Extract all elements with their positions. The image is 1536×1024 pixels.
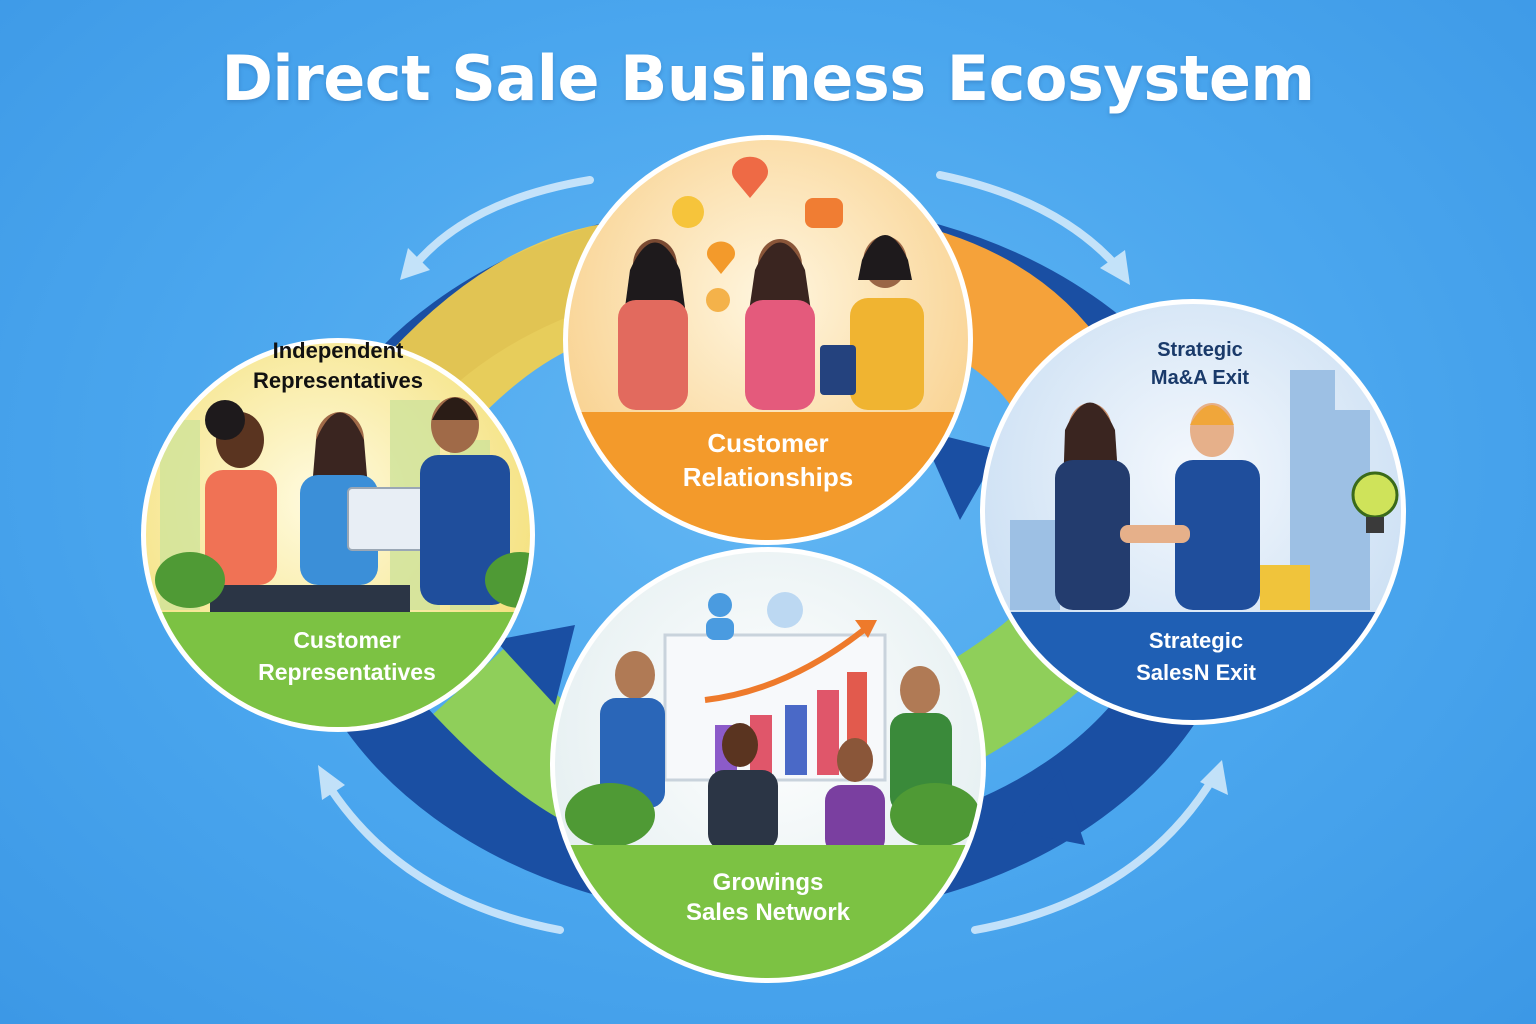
outer-arc-top-right [936,171,1124,274]
page-title: Direct Sale Business Ecosystem [221,42,1315,115]
arrow-head-icon [1010,770,1085,845]
outer-arc-bottom-right [971,771,1219,934]
handshake-icon [1055,402,1260,610]
outer-arc-bottom-left [321,776,564,934]
node-label-line2: Relationships [683,462,853,492]
outer-arc-top-left [411,176,594,269]
chat-bubble-icon [706,592,803,640]
node-label-line1: Customer [707,428,828,458]
node-customer-relationships: Customer Relationships [563,135,973,545]
chat-bubble-icon [672,156,843,312]
node-label-line1: Growings [713,869,824,896]
node-growing-sales-network: Growings Sales Network [550,547,986,983]
arrow-head-icon [1100,250,1130,285]
heart-icon [731,156,768,198]
arrow-head-icon [1200,760,1228,795]
node-label-line1: Strategic [1149,628,1243,653]
arrow-head-icon [920,430,1000,520]
node-independent-representatives: Independent Representatives Customer Rep… [141,338,535,732]
node-label-line2: Representatives [258,659,436,685]
people-illustration [618,235,924,410]
lightbulb-icon [1351,471,1399,533]
arrow-head-icon [495,625,575,705]
node-heading-line2: Ma&A Exit [1151,367,1250,389]
node-strategic-exit: Strategic Ma&A Exit Strategic SalesN Exi… [980,299,1406,725]
node-label-line2: SalesN Exit [1136,660,1257,685]
node-label-line1: Customer [293,627,400,653]
arrow-head-icon [400,248,430,280]
money-stack-icon [1260,565,1310,610]
node-heading-line2: Representatives [253,368,423,393]
node-heading-line1: Strategic [1157,339,1243,361]
people-illustration [565,651,980,855]
node-heading-line1: Independent [273,338,404,363]
outer-flow-arcs [318,171,1228,934]
arrow-head-icon [318,765,345,800]
node-label-line2: Sales Network [686,899,851,926]
heart-icon [707,241,735,274]
